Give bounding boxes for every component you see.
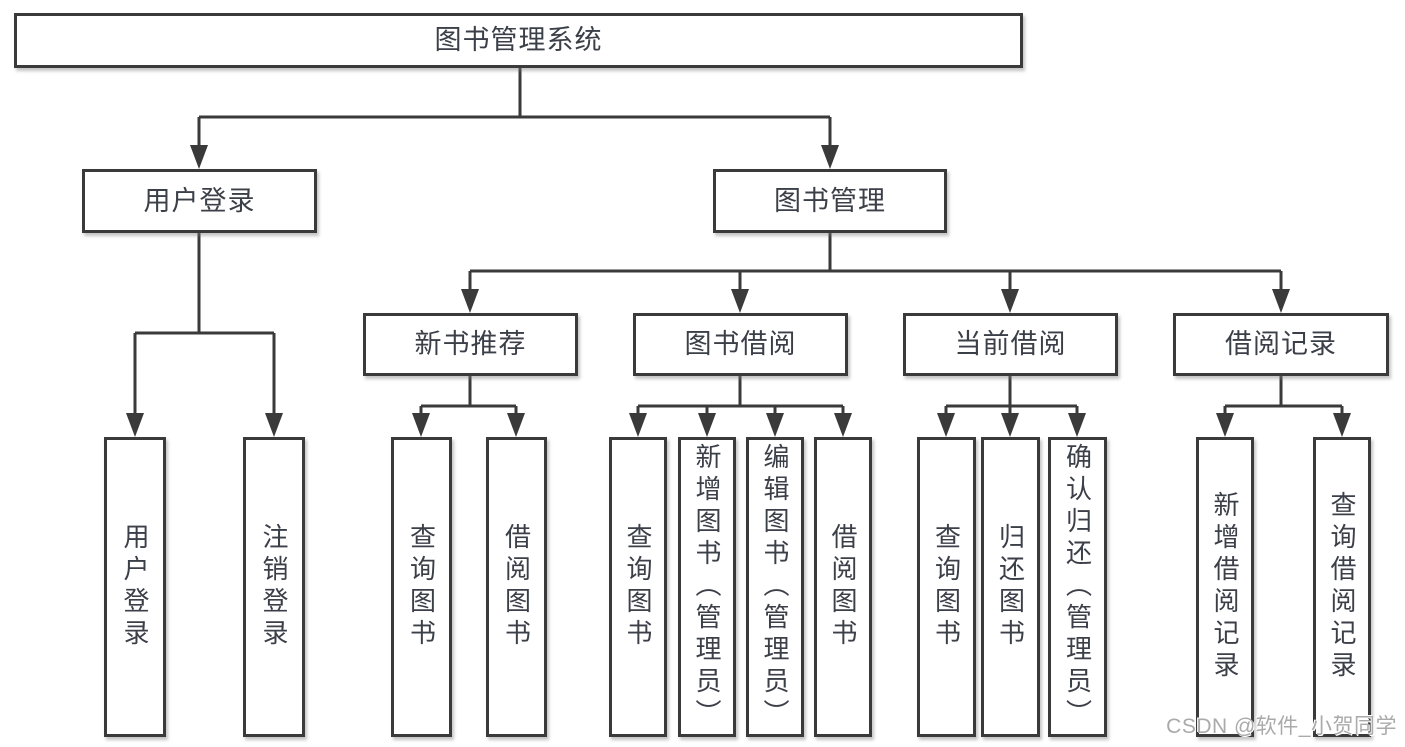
node-current-borrowing: 当前借阅 [903, 313, 1118, 376]
node-current-borrowing-label: 当前借阅 [954, 329, 1067, 359]
leaf-borrowing-query-books-label: 查询图书 [623, 523, 653, 651]
leaf-borrowing-query-books: 查询图书 [609, 437, 667, 737]
watermark: CSDN @软件_小贺同学 [1166, 715, 1397, 738]
node-book-management-label: 图书管理 [774, 185, 886, 216]
node-new-book-recommend: 新书推荐 [363, 313, 578, 376]
leaf-user-login: 用户登录 [104, 437, 166, 737]
leaf-add-borrow-record-label: 新增借阅记录 [1210, 491, 1240, 683]
leaf-return-books-label: 归还图书 [995, 523, 1026, 651]
connector-current-borrowing-children [937, 376, 1086, 437]
leaf-edit-books-admin: 编辑图书（管理员） [746, 437, 804, 737]
leaf-add-books-admin-label: 新增图书（管理员） [692, 443, 722, 731]
node-borrowing-records: 借阅记录 [1173, 313, 1389, 376]
node-user-login-label: 用户登录 [143, 185, 256, 216]
node-new-book-recommend-label: 新书推荐 [414, 329, 527, 359]
leaf-confirm-return-admin-label: 确认归还（管理员） [1062, 443, 1093, 731]
node-book-borrowing: 图书借阅 [633, 313, 848, 376]
leaf-borrow-books-label: 借阅图书 [828, 523, 858, 651]
connector-borrowing-records-children [1216, 376, 1351, 437]
node-user-login: 用户登录 [82, 169, 317, 233]
connector-book-management-children [461, 233, 1290, 313]
node-borrowing-records-label: 借阅记录 [1225, 329, 1337, 359]
leaf-user-login-label: 用户登录 [120, 523, 150, 651]
leaf-add-borrow-record: 新增借阅记录 [1196, 437, 1254, 737]
leaf-recommend-borrow-books: 借阅图书 [486, 437, 547, 737]
leaf-confirm-return-admin: 确认归还（管理员） [1048, 437, 1107, 737]
leaf-return-books: 归还图书 [981, 437, 1040, 737]
leaf-current-query-books-label: 查询图书 [931, 523, 962, 651]
node-library-management-system: 图书管理系统 [14, 13, 1023, 68]
leaf-recommend-query-books: 查询图书 [391, 437, 452, 737]
leaf-edit-books-admin-label: 编辑图书（管理员） [760, 443, 790, 731]
leaf-current-query-books: 查询图书 [917, 437, 976, 737]
connector-user-login-children [126, 233, 283, 437]
leaf-logout-label: 注销登录 [259, 523, 289, 651]
node-book-management: 图书管理 [713, 169, 947, 233]
leaf-query-borrow-record: 查询借阅记录 [1313, 437, 1371, 737]
connector-new-book-recommend-children [412, 376, 525, 437]
connector-root-to-level2 [190, 68, 839, 169]
connector-book-borrowing-children [629, 376, 852, 437]
leaf-recommend-query-books-label: 查询图书 [406, 523, 437, 651]
node-library-management-system-label: 图书管理系统 [434, 25, 603, 55]
node-book-borrowing-label: 图书借阅 [684, 329, 797, 359]
leaf-recommend-borrow-books-label: 借阅图书 [501, 523, 532, 651]
leaf-query-borrow-record-label: 查询借阅记录 [1327, 491, 1357, 683]
leaf-logout: 注销登录 [243, 437, 305, 737]
leaf-borrow-books: 借阅图书 [814, 437, 872, 737]
leaf-add-books-admin: 新增图书（管理员） [678, 437, 736, 737]
